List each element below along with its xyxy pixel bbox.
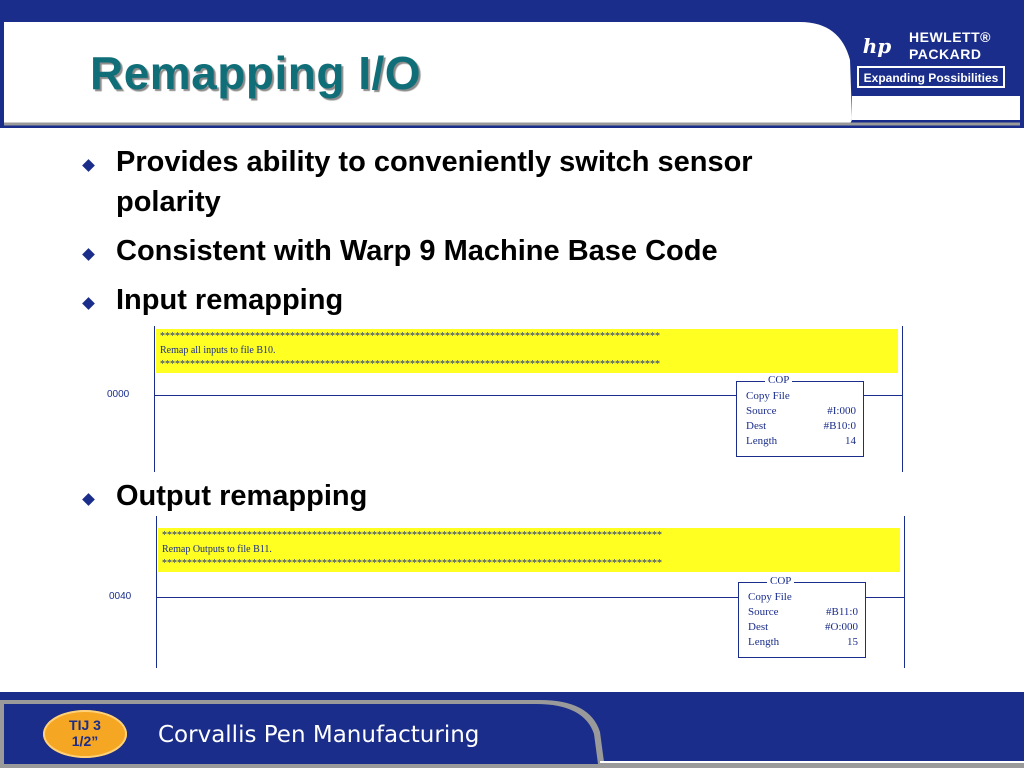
bullet-diamond-icon <box>82 159 95 172</box>
hp-brand-name: HEWLETT® PACKARD <box>903 28 1007 64</box>
cop-label: COP <box>767 574 795 589</box>
right-power-rail <box>904 516 905 668</box>
cop-param-value: #I:000 <box>827 405 856 417</box>
cop-param-key: Source <box>746 405 777 417</box>
footer-text: Corvallis Pen Manufacturing <box>158 722 480 748</box>
bullet-diamond-icon <box>82 248 95 261</box>
cop-param-key: Length <box>746 435 778 447</box>
cop-param-value: #B10:0 <box>823 420 856 432</box>
rung-comment: ****************************************… <box>156 329 898 373</box>
footer-band <box>0 692 1024 768</box>
cop-param-key: Length <box>748 636 780 648</box>
cop-param-key: Dest <box>746 420 767 432</box>
comment-stars: ****************************************… <box>162 558 662 569</box>
bullet-diamond-icon <box>82 493 95 506</box>
cop-param-value: #O:000 <box>825 621 858 633</box>
hp-brand-line1: HEWLETT® <box>909 29 991 45</box>
hp-logo: hp HEWLETT® PACKARD Expanding Possibilit… <box>856 26 1007 90</box>
rung-line <box>866 597 904 598</box>
cop-title: Copy File <box>748 591 792 603</box>
cop-title: Copy File <box>746 390 790 402</box>
comment-stars: ****************************************… <box>160 331 660 342</box>
hp-mark-icon: hp <box>857 30 897 62</box>
bullet-text: Input remapping <box>116 284 344 316</box>
bullet-text-continued: polarity <box>116 186 221 218</box>
bullet-text: Provides ability to conveniently switch … <box>116 146 753 178</box>
bullet-text: Output remapping <box>116 480 368 512</box>
tij-badge: TIJ 3 1/2” <box>43 710 127 758</box>
header-band <box>0 0 1024 128</box>
rung-line <box>157 597 739 598</box>
comment-text: Remap all inputs to file B10. <box>160 345 276 356</box>
right-power-rail <box>902 326 903 472</box>
rung-number: 0000 <box>107 389 130 400</box>
comment-stars: ****************************************… <box>160 359 660 370</box>
hp-brand-line2: PACKARD <box>909 46 982 62</box>
bullet-diamond-icon <box>82 297 95 310</box>
badge-line1: TIJ 3 <box>69 717 101 733</box>
comment-stars: ****************************************… <box>162 530 662 541</box>
rung-number: 0040 <box>109 591 132 602</box>
ladder-output-remap: ****************************************… <box>102 516 912 668</box>
badge-line2: 1/2” <box>71 733 99 749</box>
cop-param-key: Source <box>748 606 779 618</box>
left-power-rail <box>154 326 155 472</box>
comment-text: Remap Outputs to file B11. <box>162 544 272 555</box>
cop-param-value: #B11:0 <box>826 606 858 618</box>
cop-label: COP <box>765 373 793 388</box>
rung-comment: ****************************************… <box>158 528 900 572</box>
hp-tagline: Expanding Possibilities <box>856 65 1006 89</box>
page-title: Remapping I/O <box>90 47 422 99</box>
cop-param-value: 15 <box>847 636 858 648</box>
cop-param-key: Dest <box>748 621 769 633</box>
bullet-text: Consistent with Warp 9 Machine Base Code <box>116 235 718 267</box>
ladder-input-remap: ****************************************… <box>100 326 910 472</box>
rung-line <box>155 395 737 396</box>
cop-param-value: 14 <box>845 435 856 447</box>
cop-instruction[interactable]: COP Copy File Source #I:000 Dest #B10:0 Le… <box>736 373 864 457</box>
cop-instruction[interactable]: COP Copy File Source #B11:0 Dest #O:000 Le… <box>738 574 866 658</box>
rung-line <box>864 395 902 396</box>
left-power-rail <box>156 516 157 668</box>
